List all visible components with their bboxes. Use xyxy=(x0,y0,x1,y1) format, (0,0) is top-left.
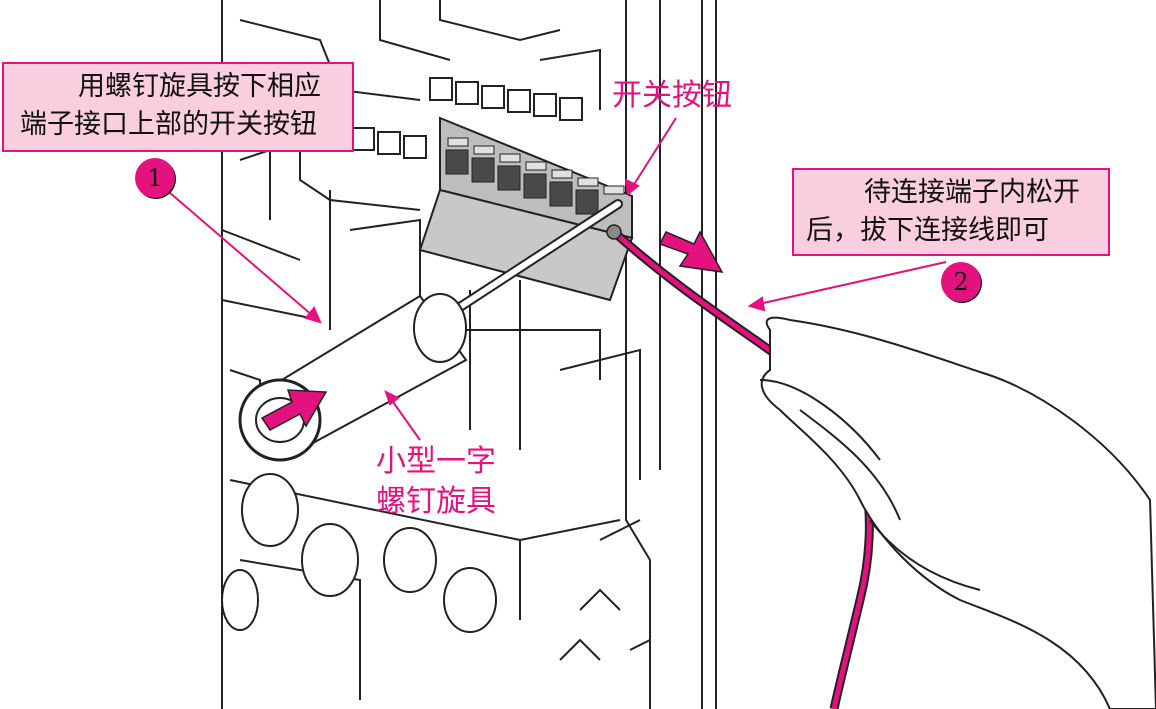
step1-badge: 1 xyxy=(135,158,175,198)
press-arrow-icon xyxy=(260,389,328,431)
step2-line1: 待连接端子内松开 xyxy=(864,177,1080,208)
step1-callout: 用螺钉旋具按下相应 端子接口上部的开关按钮 xyxy=(2,62,354,152)
pull-arrow-icon xyxy=(658,230,724,273)
screwdriver-label-line2: 螺钉旋具 xyxy=(376,484,496,519)
screwdriver-label-line1: 小型一字 xyxy=(376,444,496,479)
switch-buttons xyxy=(447,137,625,195)
device-housing xyxy=(221,0,717,709)
step2-callout: 待连接端子内松开 后，拔下连接线即可 xyxy=(792,168,1110,256)
leader-lines xyxy=(154,117,947,441)
screwdriver-label: 小型一字 螺钉旋具 xyxy=(362,442,510,522)
switch-button-label: 开关按钮 xyxy=(612,78,732,113)
upper-connector-row xyxy=(351,77,583,159)
step2-line2: 后，拔下连接线即可 xyxy=(806,215,1049,246)
screwdriver xyxy=(238,199,623,462)
step2-badge: 2 xyxy=(941,262,981,302)
step1-line1: 用螺钉旋具按下相应 xyxy=(78,71,321,102)
connection-wire xyxy=(606,224,874,709)
hand-illustration xyxy=(759,316,1156,709)
housing-slots xyxy=(221,473,497,633)
terminal-slots xyxy=(445,149,599,215)
step1-line2: 端子接口上部的开关按钮 xyxy=(20,109,317,140)
terminal-block xyxy=(418,116,634,302)
